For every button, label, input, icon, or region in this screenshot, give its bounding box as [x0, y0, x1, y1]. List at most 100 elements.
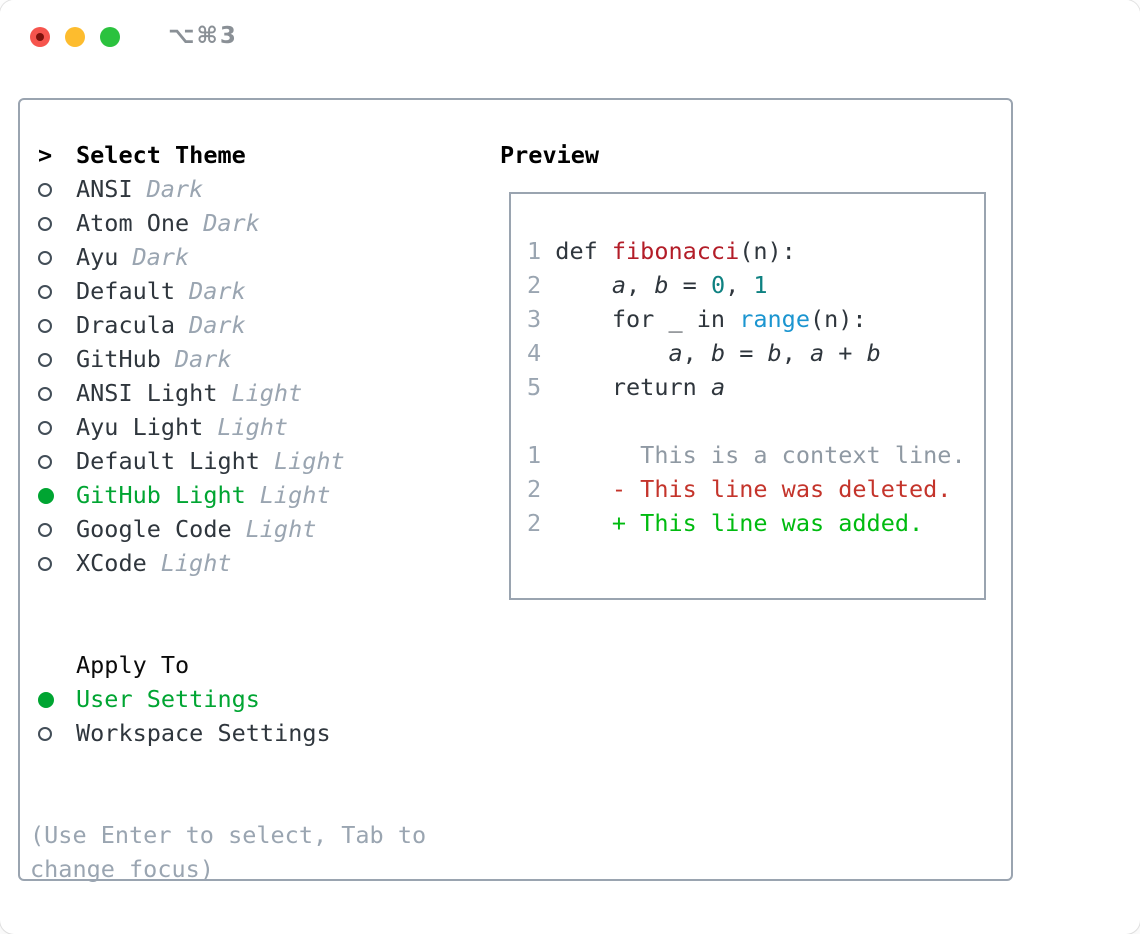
theme-variant-tag: Light	[231, 379, 303, 407]
cursor-icon: >	[38, 141, 53, 169]
radio-circle	[38, 420, 52, 435]
code-token-code	[555, 271, 612, 299]
theme-option-github-light[interactable]: GitHub Light Light	[28, 478, 426, 512]
theme-variant-tag: Dark	[174, 345, 232, 373]
radio-selected-icon	[28, 691, 76, 708]
theme-name: GitHub Light	[76, 481, 246, 509]
theme-name: ANSI Light	[76, 379, 218, 407]
theme-name: XCode	[76, 549, 147, 577]
code-token-num: 1	[753, 271, 768, 299]
line-number: 2	[527, 509, 556, 537]
code-token-var: a	[810, 339, 825, 367]
line-number: 2	[527, 271, 556, 299]
code-token-code: ,	[626, 271, 655, 299]
theme-option-github[interactable]: GitHub Dark	[28, 342, 426, 376]
radio-circle	[38, 487, 54, 504]
diff-line-2: 2 - This line was deleted.	[527, 472, 984, 506]
theme-name: ANSI	[76, 175, 133, 203]
theme-variant-tag: Light	[160, 549, 232, 577]
radio-circle	[38, 386, 52, 401]
radio-icon	[28, 420, 76, 435]
line-number: 5	[527, 373, 556, 401]
line-number: 1	[527, 237, 556, 265]
hint-line-2: change focus)	[30, 855, 214, 883]
code-line-3: 3 for _ in range(n):	[527, 302, 984, 336]
line-number: 3	[527, 305, 556, 333]
radio-circle	[38, 250, 52, 265]
radio-icon	[28, 726, 76, 741]
theme-variant-tag: Dark	[203, 209, 260, 237]
radio-icon	[28, 318, 76, 333]
theme-name: Dracula	[76, 311, 176, 339]
minimize-button[interactable]	[65, 27, 85, 47]
theme-name: Google Code	[76, 515, 232, 543]
code-token-var: a	[611, 271, 627, 299]
theme-variant-tag: Light	[259, 481, 331, 509]
theme-option-xcode[interactable]: XCode Light	[28, 546, 426, 580]
code-token-code	[555, 339, 668, 367]
code-token-code: (n):	[809, 305, 867, 333]
code-token-code: for _ in	[555, 305, 740, 333]
line-number: 1	[527, 441, 556, 469]
code-token-code: def	[555, 237, 612, 265]
theme-option-ansi-light[interactable]: ANSI Light Light	[28, 376, 426, 410]
radio-circle	[38, 522, 52, 537]
radio-icon	[28, 284, 76, 299]
code-token-context: This is a context line.	[555, 441, 966, 469]
theme-name: GitHub	[76, 345, 161, 373]
preview-header: Preview	[500, 141, 600, 169]
zoom-button[interactable]	[100, 27, 120, 47]
diff-preview: 1 This is a context line.2 - This line w…	[527, 438, 984, 540]
code-token-deleted: - This line was deleted.	[555, 475, 952, 503]
apply-to-header: Apply To	[28, 648, 426, 682]
code-token-num: 0	[710, 271, 726, 299]
code-token-code: ,	[725, 271, 754, 299]
radio-circle	[38, 318, 52, 333]
code-token-code: (n):	[739, 237, 796, 265]
code-token-var: b	[654, 271, 669, 299]
diff-line-1: 1 This is a context line.	[527, 438, 984, 472]
radio-icon	[28, 250, 76, 265]
apply-option-workspace-settings[interactable]: Workspace Settings	[28, 716, 426, 750]
radio-icon	[28, 352, 76, 367]
theme-variant-tag: Dark	[189, 277, 246, 305]
theme-option-google-code[interactable]: Google Code Light	[28, 512, 426, 546]
code-line-4: 4 a, b = b, a + b	[527, 336, 984, 370]
code-token-var: b	[767, 339, 782, 367]
line-number: 2	[527, 475, 556, 503]
select-theme-label: Select Theme	[76, 141, 246, 169]
radio-circle	[38, 352, 52, 367]
preview-column: Preview 1 def fibonacci(n):2 a, b = 0, 1…	[500, 138, 986, 600]
radio-icon	[28, 454, 76, 469]
code-token-builtin: range	[739, 305, 810, 333]
code-token-var: a	[668, 339, 683, 367]
code-token-code: ,	[682, 339, 711, 367]
apply-option-name: User Settings	[76, 685, 260, 713]
code-token-code: ,	[781, 339, 810, 367]
apply-to-label: Apply To	[76, 651, 190, 679]
theme-variant-tag: Light	[217, 413, 289, 441]
theme-variant-tag: Light	[273, 447, 345, 475]
radio-circle	[38, 556, 52, 571]
radio-circle	[38, 284, 52, 299]
hint-text: (Use Enter to select, Tab to change focu…	[28, 818, 426, 886]
code-token-func: fibonacci	[611, 237, 740, 265]
window-title: ⌥⌘3	[168, 23, 238, 49]
theme-variant-tag: Light	[245, 515, 317, 543]
code-token-var: b	[866, 339, 881, 367]
code-token-var: a	[710, 373, 726, 401]
code-token-code: =	[668, 271, 711, 299]
close-button[interactable]	[30, 27, 50, 47]
apply-option-user-settings[interactable]: User Settings	[28, 682, 426, 716]
